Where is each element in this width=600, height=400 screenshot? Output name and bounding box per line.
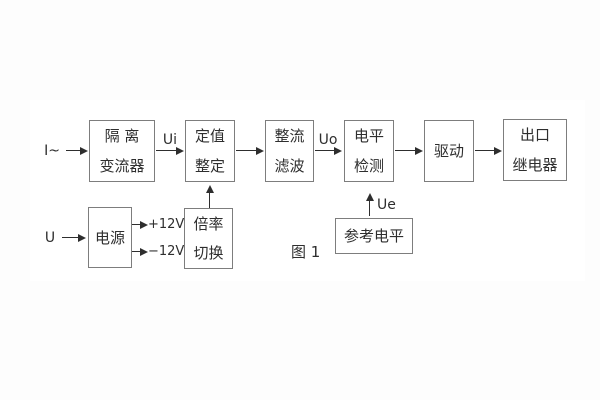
arrow-rectify-to-level <box>315 146 342 155</box>
block-label-line: 切换 <box>193 244 224 262</box>
arrow-isolation-to-setpoint <box>156 146 184 155</box>
arrow-input-to-isolation <box>66 146 88 155</box>
block-label-line: 电源 <box>94 228 125 247</box>
ui-signal-label: Ui <box>162 132 178 148</box>
block-setpoint-adjust: 定值 整定 <box>185 120 235 182</box>
block-label-line: 定值 <box>194 127 225 145</box>
arrow-reference-to-level <box>365 193 374 216</box>
block-ratio-switch: 倍率 切换 <box>184 208 233 269</box>
ue-signal-label: Ue <box>377 197 396 213</box>
block-label-line: 驱动 <box>433 142 464 160</box>
arrow-drive-to-relay <box>475 146 502 155</box>
arrow-power-plus12 <box>132 220 148 229</box>
block-power-supply: 电源 <box>88 207 132 268</box>
block-label-line: 出口 <box>519 126 550 144</box>
block-label-line: 隔 离 <box>104 127 140 145</box>
block-label-line: 整流 <box>274 127 305 145</box>
figure-caption: 图 1 <box>291 243 321 261</box>
block-label-line: 电平 <box>353 127 384 145</box>
block-label-line: 倍率 <box>193 215 224 233</box>
block-label-line: 变流器 <box>99 157 145 175</box>
block-label-line: 继电器 <box>512 156 558 174</box>
block-rectify-filter: 整流 滤波 <box>265 120 314 182</box>
block-label-line: 滤波 <box>274 157 305 175</box>
input-voltage-label: U <box>44 230 56 246</box>
block-isolation-transformer: 隔 离 变流器 <box>89 120 155 182</box>
arrow-ratio-to-setpoint <box>205 185 214 208</box>
block-level-detect: 电平 检测 <box>344 120 394 182</box>
block-label-line: 参考电平 <box>343 227 404 245</box>
block-label-line: 整定 <box>194 157 225 175</box>
block-output-relay: 出口 继电器 <box>503 119 567 181</box>
plus-12v-label: +12V <box>148 217 185 232</box>
block-label-line: 检测 <box>353 157 384 175</box>
input-current-label: I~ <box>44 143 60 159</box>
arrow-setpoint-to-rectify <box>236 146 264 155</box>
arrow-power-minus12 <box>132 247 148 256</box>
arrow-input-to-power <box>62 233 86 242</box>
block-reference-level: 参考电平 <box>335 218 413 254</box>
minus-12v-label: −12V <box>148 244 185 259</box>
uo-signal-label: Uo <box>318 132 338 148</box>
arrow-level-to-drive <box>395 146 423 155</box>
block-drive: 驱动 <box>424 120 474 182</box>
